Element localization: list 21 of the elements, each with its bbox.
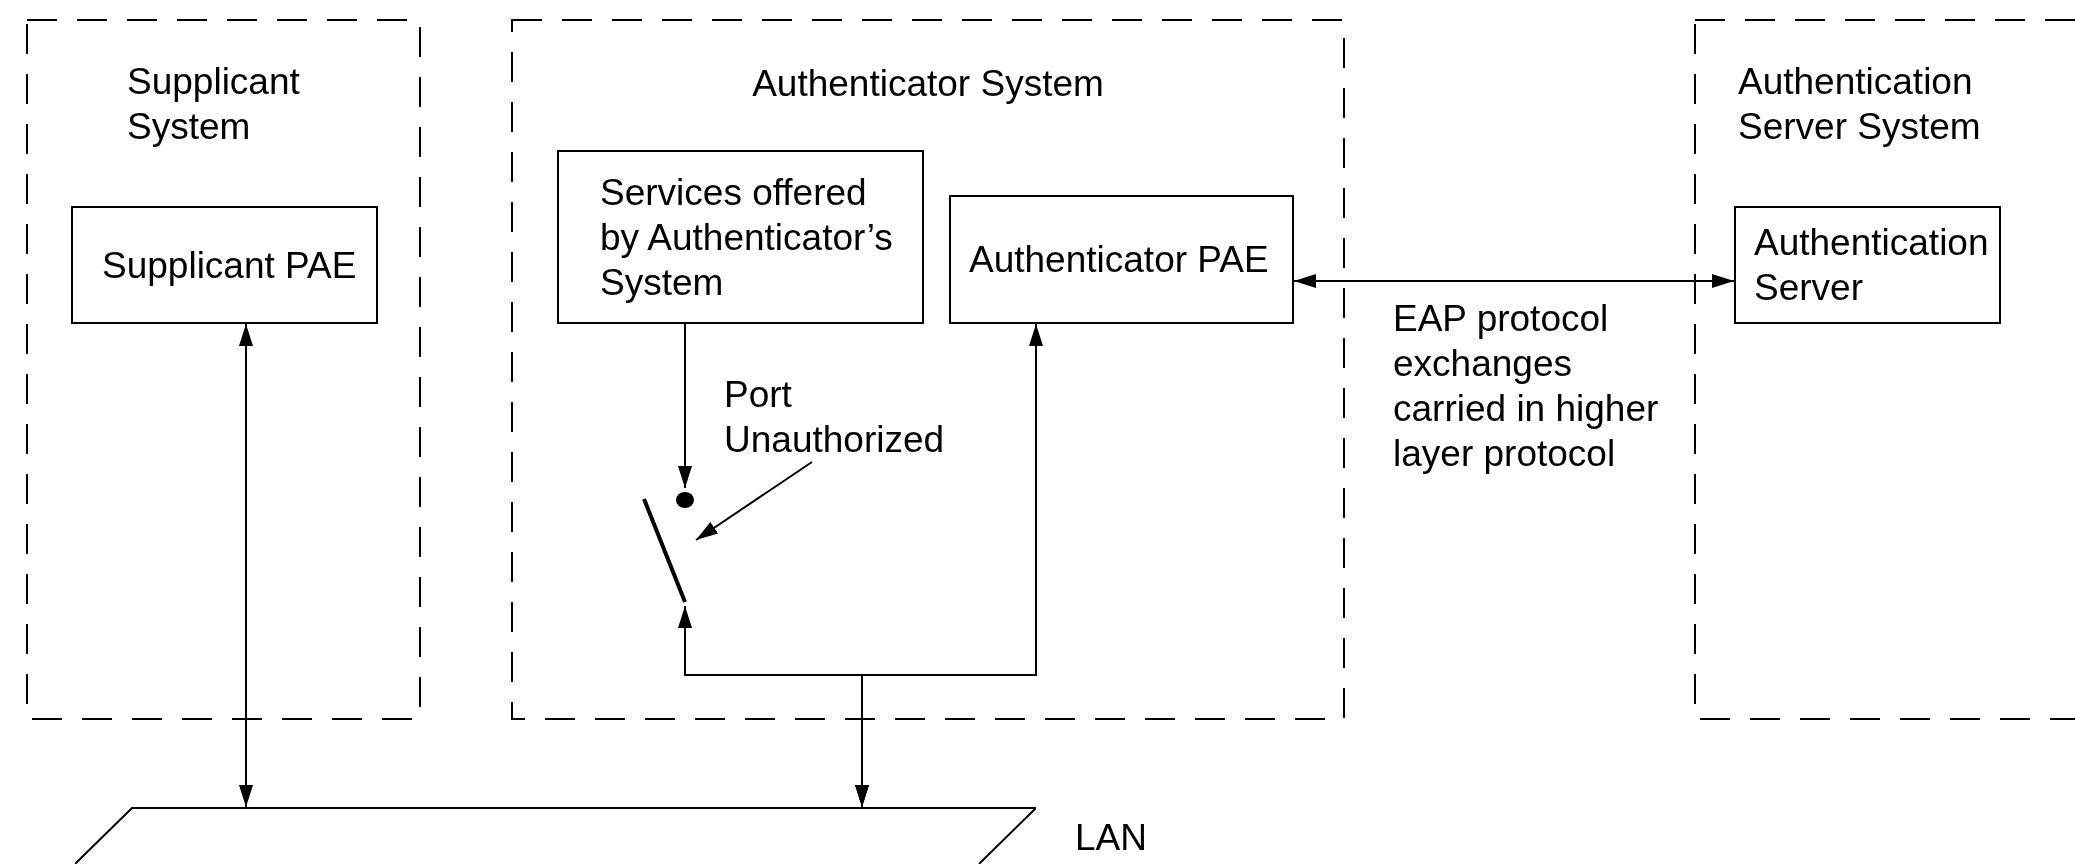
- arrow: [1293, 274, 1735, 288]
- process-box: [557, 150, 924, 324]
- node-caption: LAN: [1075, 816, 1147, 860]
- group-heading: Authentication Server System: [1738, 60, 1982, 149]
- leader-line: [695, 461, 813, 541]
- dashed-system-boundary: [511, 19, 1345, 720]
- process-box: [949, 195, 1294, 324]
- arrow: [239, 323, 253, 808]
- group-heading: Authenticator System: [752, 62, 1104, 106]
- lan-segment: [75, 807, 1036, 864]
- node-label: Supplicant PAE: [102, 243, 358, 288]
- group-heading: Supplicant System: [127, 60, 301, 149]
- dashed-system-boundary: [26, 19, 421, 720]
- process-box: [1734, 206, 2001, 324]
- process-box: [71, 206, 378, 324]
- node-label: Authentication Server: [1754, 221, 1990, 310]
- dashed-system-boundary: [1694, 19, 2075, 720]
- node-label: Services offered by Authenticator’s System: [600, 170, 894, 305]
- arrow: [678, 323, 692, 489]
- callout-text: Port Unauthorized: [724, 373, 946, 462]
- node-label: Authenticator PAE: [969, 238, 1270, 282]
